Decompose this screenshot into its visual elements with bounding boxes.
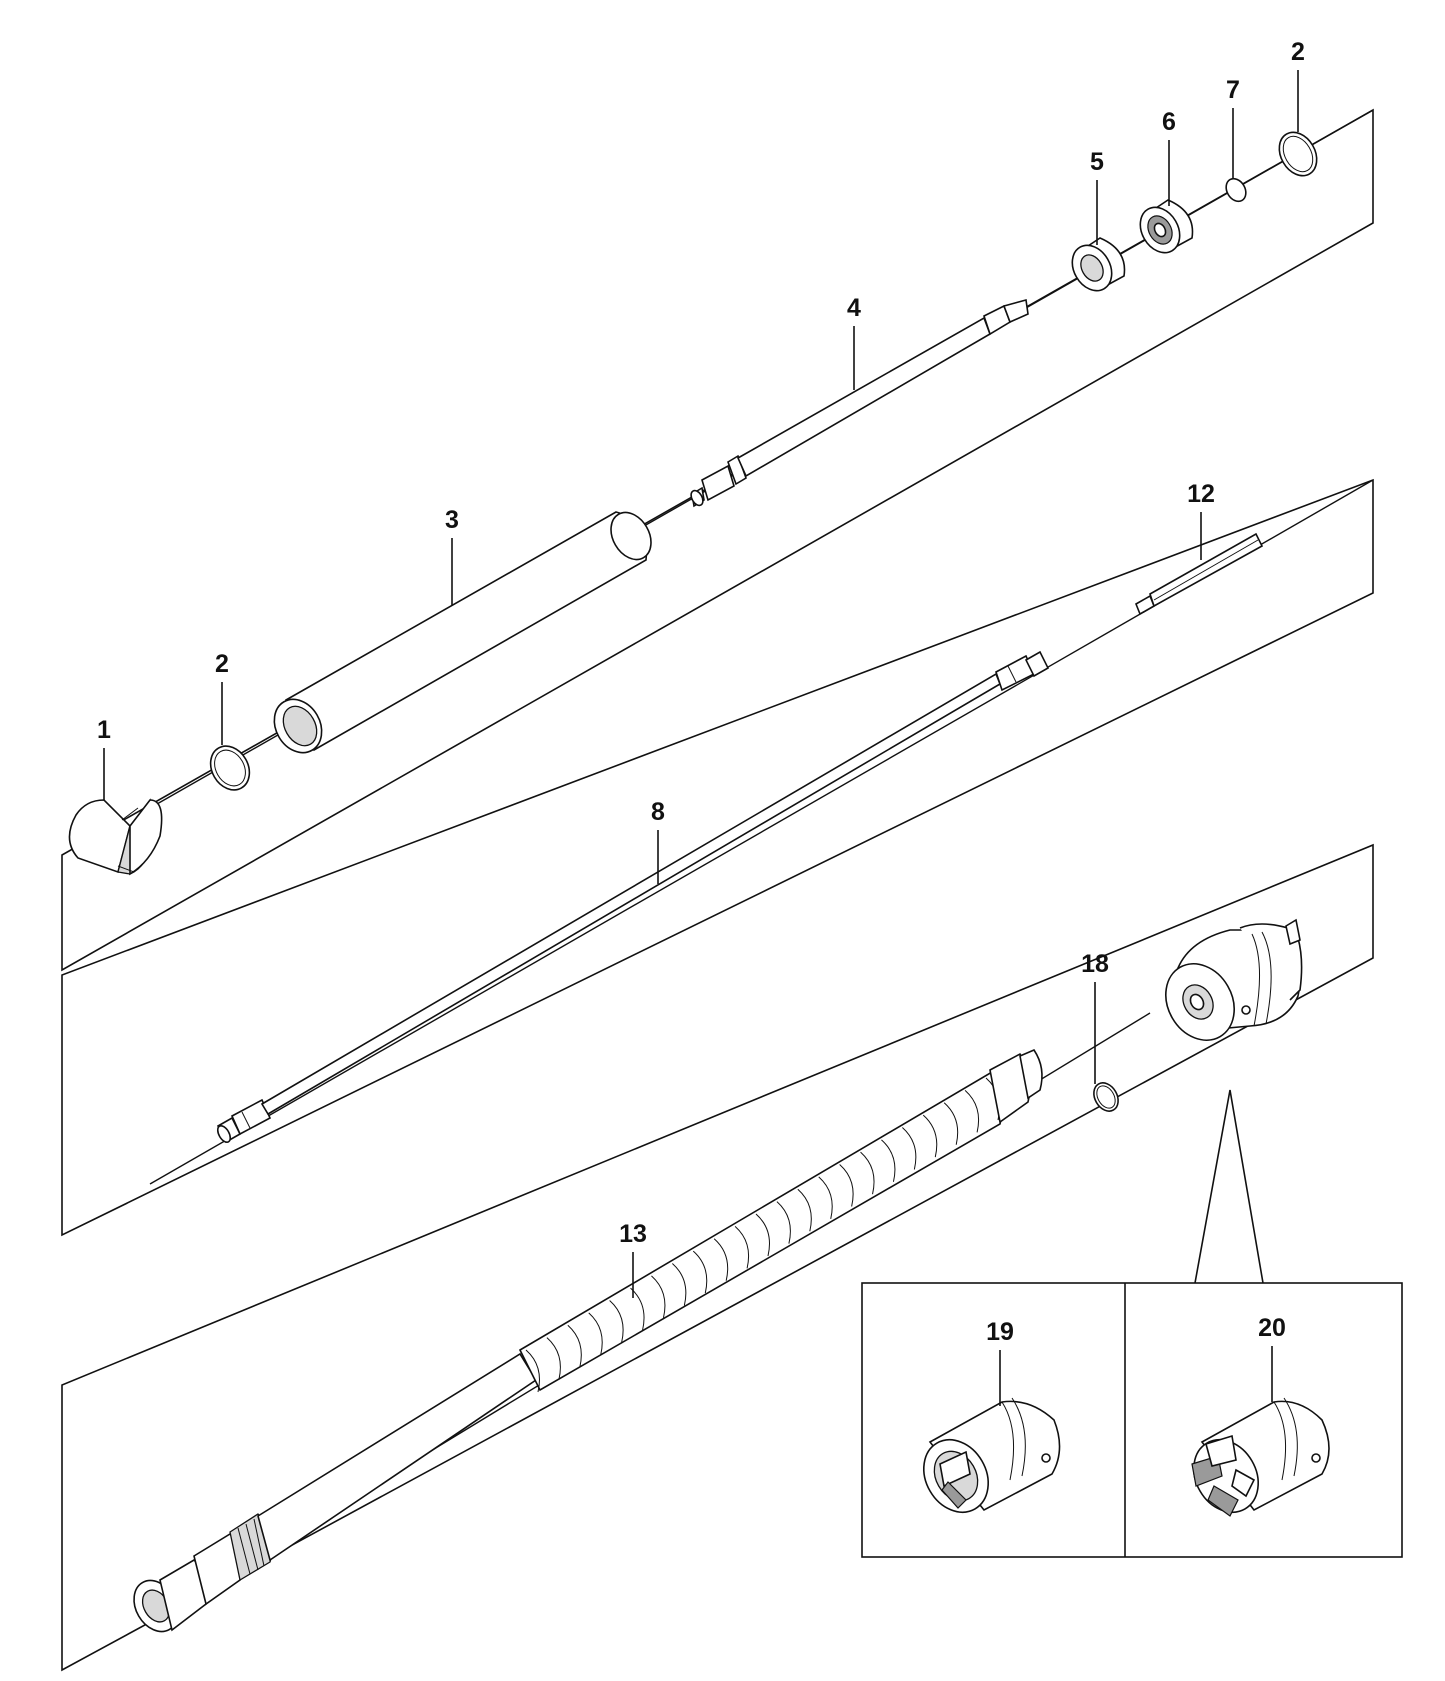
coil-ridge [943,1102,959,1145]
leader-lines [103,70,1299,1406]
callout-1: 1 [97,716,111,744]
part-18-ring [1093,1082,1119,1112]
callout-2-right: 2 [1291,38,1305,66]
coil-ridge [546,1337,561,1380]
coupling [1165,918,1303,1041]
part-4-shaft [690,298,1029,508]
coil-ridge [588,1312,603,1356]
callout-8: 8 [651,798,665,826]
part-8-flex-shaft [216,650,1050,1144]
coil-ridge [922,1114,938,1158]
part-7-small-ring [1225,177,1247,203]
coil-ridge [964,1089,980,1133]
part-3-tube [273,511,652,754]
coil-ridge [902,1127,917,1170]
coil-ridge [734,1225,750,1269]
coil-ridge [609,1300,624,1343]
callout-2-left: 2 [215,650,229,678]
callout-4: 4 [847,294,861,322]
part-12-pin [1134,532,1264,616]
coil-ridge [776,1201,791,1244]
part-20-coupling-variant [1191,1397,1330,1517]
callout-12: 12 [1187,480,1215,508]
callout-7: 7 [1226,76,1240,104]
coil-ridge [797,1188,812,1232]
coil-ridge [713,1238,729,1281]
callout-5: 5 [1090,148,1104,176]
callout-20: 20 [1258,1314,1286,1342]
part-2-o-ring-right [1278,131,1318,177]
coil-ridge [672,1263,687,1306]
part-2-o-ring-left [209,745,251,791]
coil-ridge [567,1324,582,1368]
part-5-bearing [1071,237,1126,292]
callout-3: 3 [445,506,459,534]
coil-ridge [525,1349,540,1393]
panel-middle [61,478,1374,1237]
coil-ridge [818,1176,833,1220]
coil-ridge [651,1275,666,1318]
part-13-hose [133,1049,1043,1633]
variants-box [861,1282,1403,1558]
coil-ridge [755,1213,770,1257]
part-19-coupling-variant [923,1397,1061,1513]
variant-pointer [1194,1089,1264,1284]
panel-bottom [61,843,1374,1672]
callout-18: 18 [1081,950,1109,978]
part-6-bearing [1139,199,1194,254]
callout-6: 6 [1162,108,1176,136]
coil-ridge [860,1151,875,1195]
coil-ridge [881,1139,896,1182]
coil-ridge [692,1250,708,1294]
part-1-end-cap [68,798,163,876]
callout-13: 13 [619,1220,647,1248]
callout-19: 19 [986,1318,1014,1346]
coil-ridge [839,1164,854,1207]
